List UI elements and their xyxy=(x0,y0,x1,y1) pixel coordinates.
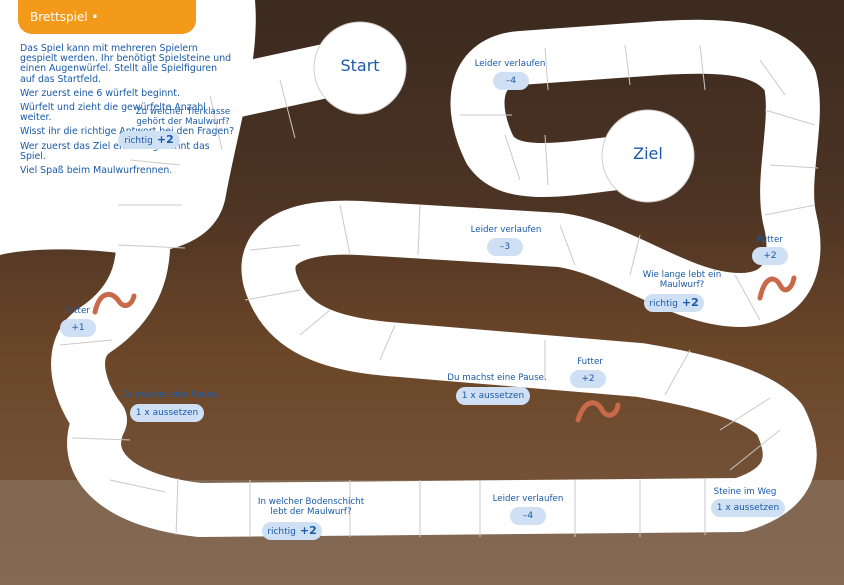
intro-paragraph: Wer zuerst eine 6 würfelt beginnt. xyxy=(20,87,180,99)
field-text: Futter xyxy=(577,357,603,367)
value-pill: –4 xyxy=(510,507,546,525)
answer-pill: richtig+2 xyxy=(118,131,180,149)
field-question: Wie lange lebt ein Maulwurf? xyxy=(642,270,722,290)
field-text: Futter xyxy=(64,306,90,316)
penalty-pill: 1 x aussetzen xyxy=(130,404,204,422)
goal-field xyxy=(601,109,695,203)
start-label: Start xyxy=(340,56,380,75)
field-text: Futter xyxy=(757,235,783,245)
intro-paragraph: Würfelt und zieht die gewürfelte Anzahl … xyxy=(20,102,206,124)
field-text: Du machst eine Pause. xyxy=(120,390,220,400)
field-dividers xyxy=(59,44,819,537)
goal-label: Ziel xyxy=(633,144,663,163)
start-field xyxy=(313,21,407,115)
field-text: Steine im Weg xyxy=(713,487,777,497)
field-text: Leider verlaufen xyxy=(470,225,542,235)
field-question: In welcher Bodenschicht lebt der Maulwur… xyxy=(257,497,365,517)
worm-icon xyxy=(757,275,797,301)
field-question: Zu welcher Tierklasse gehört der Maulwur… xyxy=(135,107,231,127)
field-text: Du machst eine Pause. xyxy=(447,373,547,383)
intro-paragraph: Das Spiel kann mit mehreren Spielern ges… xyxy=(20,43,232,85)
penalty-pill: 1 x aussetzen xyxy=(456,387,530,405)
value-pill: +2 xyxy=(752,247,788,265)
value-pill: +2 xyxy=(570,370,606,388)
game-title-tag: Brettspiel • Maulwurfrennen xyxy=(18,0,196,58)
worm-icon xyxy=(575,400,621,423)
intro-paragraph: Wer zuerst das Ziel erreicht gewinnt das… xyxy=(20,140,210,162)
answer-pill: richtig+2 xyxy=(262,522,322,540)
intro-paragraph: Viel Spaß beim Maulwurfrennen. xyxy=(20,165,173,177)
track-path xyxy=(51,19,821,537)
value-pill: –3 xyxy=(487,238,523,256)
field-text: Leider verlaufen xyxy=(474,59,546,69)
penalty-pill: 1 x aussetzen xyxy=(711,499,785,517)
field-text: Leider verlaufen xyxy=(492,494,564,504)
worms xyxy=(92,275,797,423)
value-pill: +1 xyxy=(60,319,96,337)
worm-icon xyxy=(92,291,137,315)
answer-pill: richtig+2 xyxy=(644,294,704,312)
value-pill: –4 xyxy=(493,72,529,90)
